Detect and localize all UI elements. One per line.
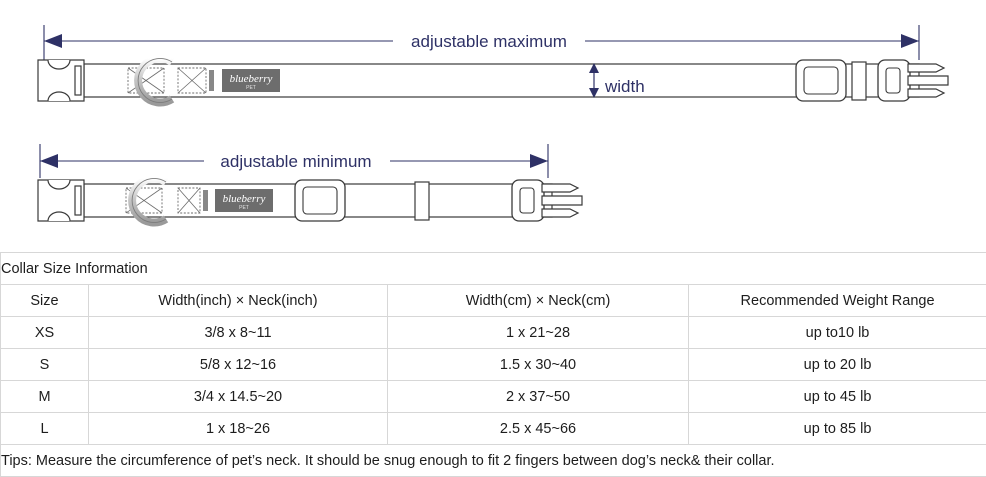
tips-text: Tips: Measure the circumference of pet’s… bbox=[1, 445, 986, 477]
cell-size: M bbox=[1, 381, 89, 413]
header-inch: Width(inch) × Neck(inch) bbox=[89, 285, 388, 317]
cell-size: S bbox=[1, 349, 89, 381]
measure-line-minimum: adjustable minimum bbox=[40, 144, 548, 178]
collar-diagram: adjustable maximum bbox=[0, 0, 986, 252]
collar-diagram-svg: adjustable maximum bbox=[0, 0, 986, 252]
brand-text-min: blueberry bbox=[223, 193, 266, 205]
cell-weight: up to 85 lb bbox=[689, 413, 986, 445]
header-weight: Recommended Weight Range bbox=[689, 285, 986, 317]
collar-minimum: blueberry PET bbox=[38, 179, 582, 223]
cell-inch: 3/4 x 14.5~20 bbox=[89, 381, 388, 413]
label-adjustable-minimum: adjustable minimum bbox=[220, 152, 371, 171]
brand-text-max: blueberry bbox=[230, 73, 273, 85]
cell-weight: up to 20 lb bbox=[689, 349, 986, 381]
ridged-tag-max bbox=[209, 70, 214, 91]
ridged-tag-min bbox=[203, 190, 208, 211]
cell-inch: 3/8 x 8~11 bbox=[89, 317, 388, 349]
header-cm: Width(cm) × Neck(cm) bbox=[388, 285, 689, 317]
table-row: XS 3/8 x 8~11 1 x 21~28 up to10 lb bbox=[1, 317, 986, 349]
table-title-row: Collar Size Information bbox=[1, 253, 986, 285]
cell-cm: 2.5 x 45~66 bbox=[388, 413, 689, 445]
collar-maximum: blueberry PET bbox=[38, 59, 948, 103]
cell-inch: 5/8 x 12~16 bbox=[89, 349, 388, 381]
label-adjustable-maximum: adjustable maximum bbox=[411, 32, 567, 51]
table-header-row: Size Width(inch) × Neck(inch) Width(cm) … bbox=[1, 285, 986, 317]
cell-cm: 2 x 37~50 bbox=[388, 381, 689, 413]
buckle-prongs-min bbox=[542, 184, 582, 217]
keeper-loop-max bbox=[852, 62, 866, 100]
cell-size: XS bbox=[1, 317, 89, 349]
collar-size-table: Collar Size Information Size Width(inch)… bbox=[0, 252, 986, 477]
label-width: width bbox=[604, 77, 645, 96]
cell-weight: up to10 lb bbox=[689, 317, 986, 349]
cell-inch: 1 x 18~26 bbox=[89, 413, 388, 445]
buckle-prongs-max bbox=[908, 64, 948, 97]
keeper-loop-min bbox=[415, 182, 429, 220]
table-row: S 5/8 x 12~16 1.5 x 30~40 up to 20 lb bbox=[1, 349, 986, 381]
header-size: Size bbox=[1, 285, 89, 317]
brand-sub-min: PET bbox=[239, 205, 249, 211]
table-row: M 3/4 x 14.5~20 2 x 37~50 up to 45 lb bbox=[1, 381, 986, 413]
table-tips-row: Tips: Measure the circumference of pet’s… bbox=[1, 445, 986, 477]
cell-size: L bbox=[1, 413, 89, 445]
cell-cm: 1 x 21~28 bbox=[388, 317, 689, 349]
table-row: L 1 x 18~26 2.5 x 45~66 up to 85 lb bbox=[1, 413, 986, 445]
measure-line-maximum: adjustable maximum bbox=[44, 25, 919, 60]
brand-sub-max: PET bbox=[246, 85, 256, 91]
table-title: Collar Size Information bbox=[1, 253, 986, 285]
cell-weight: up to 45 lb bbox=[689, 381, 986, 413]
cell-cm: 1.5 x 30~40 bbox=[388, 349, 689, 381]
